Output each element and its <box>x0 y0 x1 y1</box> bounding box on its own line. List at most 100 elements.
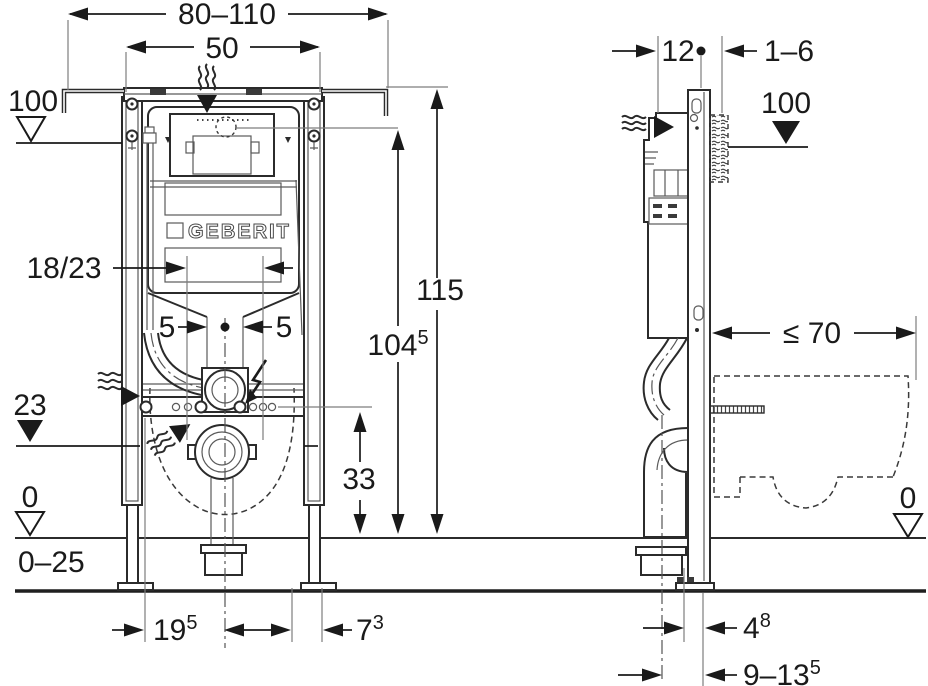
rail-slot-top <box>691 98 702 114</box>
drain-socket-body <box>204 552 243 576</box>
dim-inner-height-label: 1045 <box>367 327 428 362</box>
dim-wall-offset: 48 <box>643 568 771 686</box>
dim-drain-height: 33 <box>342 412 376 534</box>
water-inlet-icon-left <box>97 371 140 406</box>
stop-valve-cap <box>144 126 155 134</box>
datum-23-label: 23 <box>13 389 46 422</box>
top-plate-tab-left <box>150 89 166 95</box>
water-inlet-icon-side <box>621 114 674 138</box>
rail-foot-bolt <box>677 577 684 583</box>
wall-bracket-right-highlight <box>322 90 387 116</box>
stop-valve <box>142 132 157 144</box>
wall-bracket-left <box>61 88 124 113</box>
floor-lines <box>15 537 926 593</box>
anchor-mark-left <box>128 142 136 150</box>
dim-offset-right-label: 5 <box>276 311 293 344</box>
fixing-rod <box>707 405 765 414</box>
dim-plate-range-label: 1–6 <box>764 35 814 68</box>
datum-triangle-open <box>892 513 924 539</box>
datum-100-side: 100 <box>728 87 811 148</box>
inspection-clip-left <box>185 141 195 154</box>
datum-triangle-filled <box>772 121 800 144</box>
rail-foot-plate <box>675 582 715 591</box>
dim-width-range: 80–110 <box>67 0 389 90</box>
rail-dot-mid <box>695 328 699 332</box>
datum-100-front: 100 <box>8 85 122 144</box>
datum-0-front: 0 <box>14 481 46 537</box>
water-flow-icon-bowl <box>146 424 191 457</box>
dim-frame-depth: 12 <box>612 35 723 113</box>
wall-bracket-left-highlight <box>63 90 124 113</box>
inspection-opening <box>169 113 275 177</box>
dim-offset-5: 5 5 <box>159 311 293 344</box>
datum-23: 23 <box>13 389 318 447</box>
cistern-profile-side <box>643 112 689 339</box>
dim-drain-offset-range-label: 9–135 <box>743 657 821 686</box>
datum-triangle-open <box>15 116 47 143</box>
dim-top-width-label: 50 <box>205 32 238 65</box>
dim-drain-offset-range: 9–135 <box>618 657 821 686</box>
datum-0-side-label: 0 <box>900 482 917 515</box>
datum-triangle-filled <box>17 420 43 442</box>
side-view: 12 1–6 100 ≤ 70 0 <box>612 35 924 686</box>
frame-right-leg <box>308 504 321 584</box>
frame-left-post <box>121 96 143 506</box>
dim-flush-offset: 18/23 <box>26 252 293 440</box>
dim-wall-offset-label: 48 <box>743 610 771 645</box>
toilet-bowl-outline-side <box>713 375 910 509</box>
bolt-center <box>130 134 134 138</box>
cistern-panel-upper <box>164 182 282 216</box>
flush-pipe-brace <box>295 179 303 336</box>
dim-inner-height: 1045 <box>236 127 429 534</box>
flush-pipe-side <box>642 337 688 421</box>
dim-drain-height-label: 33 <box>342 463 375 496</box>
dim-frame-depth-label: 12 <box>661 35 694 68</box>
drain-socket-collar-side <box>635 546 687 556</box>
lightning-icon <box>245 359 268 404</box>
bolt-center <box>130 102 134 106</box>
rail-foot-bolt <box>687 577 694 583</box>
center-dot <box>220 322 230 332</box>
frame-rail-side <box>687 89 711 584</box>
dim-offset-left-label: 5 <box>159 311 176 344</box>
front-view: GEBERIT <box>8 0 464 648</box>
fill-valve-mark-right <box>285 137 291 143</box>
fixing-holes-row <box>139 400 277 414</box>
fill-valve-mark-left <box>165 137 171 143</box>
dim-feet-bottom: 195 73 <box>112 418 384 647</box>
actuator-reference-circle <box>215 116 237 138</box>
logo-square <box>166 222 184 239</box>
dim-foot-left-label: 195 <box>153 612 198 647</box>
frame-left-foot-plate <box>117 582 154 591</box>
drain-socket-collar <box>200 544 247 554</box>
dim-bowl-depth: ≤ 70 <box>712 316 917 380</box>
water-inlet-icon-top <box>197 63 217 113</box>
wall-section-dashed <box>709 114 729 183</box>
dim-width-range-label: 80–110 <box>178 0 276 31</box>
drain-outlet <box>187 424 257 480</box>
rail-hole <box>689 113 699 123</box>
dim-top-width: 50 <box>125 32 321 92</box>
datum-100-front-label: 100 <box>8 85 58 118</box>
frame-right-post <box>303 96 325 506</box>
flush-funnel <box>147 292 300 368</box>
datum-dot <box>696 46 706 56</box>
dim-bowl-depth-label: ≤ 70 <box>783 317 841 350</box>
floor-range-label: 0–25 <box>18 546 85 579</box>
dim-plate-range: 1–6 <box>724 35 814 68</box>
datum-100-side-label: 100 <box>761 87 811 120</box>
frame-right-foot-plate <box>300 582 337 591</box>
rail-slot-mid <box>693 305 704 321</box>
wall-bracket-right <box>322 88 389 116</box>
geberit-logo: GEBERIT <box>188 221 291 243</box>
anchor-mark-right <box>310 142 318 150</box>
inspection-clip-right <box>250 141 260 154</box>
datum-triangle-open <box>14 511 46 537</box>
datum-0-front-label: 0 <box>22 481 39 514</box>
dim-flush-offset-label: 18/23 <box>26 252 101 285</box>
bolt-center <box>312 134 316 138</box>
post-bolts <box>125 97 321 150</box>
dim-foot-right-label: 73 <box>356 612 384 647</box>
